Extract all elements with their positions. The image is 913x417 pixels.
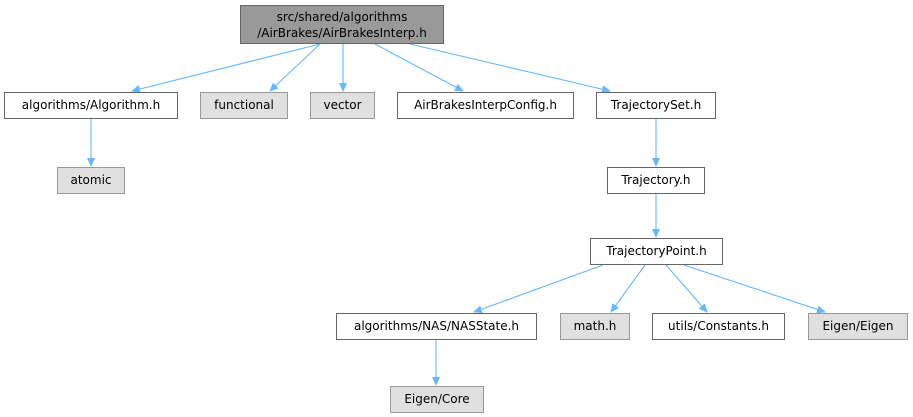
node-trajectory[interactable]: Trajectory.h <box>607 167 705 194</box>
node-vector[interactable]: vector <box>310 92 375 119</box>
edge-trajectorypoint-to-math <box>610 264 646 313</box>
node-eigen-core[interactable]: Eigen/Core <box>390 386 484 413</box>
node-functional[interactable]: functional <box>200 92 288 119</box>
edge-root-to-trajectoryset <box>409 43 611 94</box>
node-nasstate[interactable]: algorithms/NAS/NASState.h <box>336 313 537 340</box>
root-node-line2: /AirBrakes/AirBrakesInterp.h <box>257 25 427 40</box>
edge-root-to-algorithm <box>131 43 321 93</box>
node-airbrakesinterpconfig[interactable]: AirBrakesInterpConfig.h <box>397 92 574 119</box>
node-eigen-eigen[interactable]: Eigen/Eigen <box>808 313 908 340</box>
edge-root-to-airbrakesinterpconfig <box>374 43 464 92</box>
node-algorithm-h[interactable]: algorithms/Algorithm.h <box>4 92 178 119</box>
root-node-airbrakesinterp[interactable]: src/shared/algorithms /AirBrakes/AirBrak… <box>240 5 444 44</box>
node-constants[interactable]: utils/Constants.h <box>652 313 785 340</box>
node-math-h[interactable]: math.h <box>560 313 630 340</box>
edge-trajectorypoint-to-nasstate <box>473 264 604 314</box>
edge-trajectorypoint-to-constants <box>665 264 708 313</box>
edge-trajectorypoint-to-eigen <box>683 264 826 314</box>
root-node-line1: src/shared/algorithms <box>276 9 408 24</box>
edge-root-to-functional <box>269 43 321 92</box>
node-atomic[interactable]: atomic <box>57 167 125 194</box>
node-trajectorypoint[interactable]: TrajectoryPoint.h <box>590 238 723 265</box>
node-trajectoryset[interactable]: TrajectorySet.h <box>596 92 716 119</box>
